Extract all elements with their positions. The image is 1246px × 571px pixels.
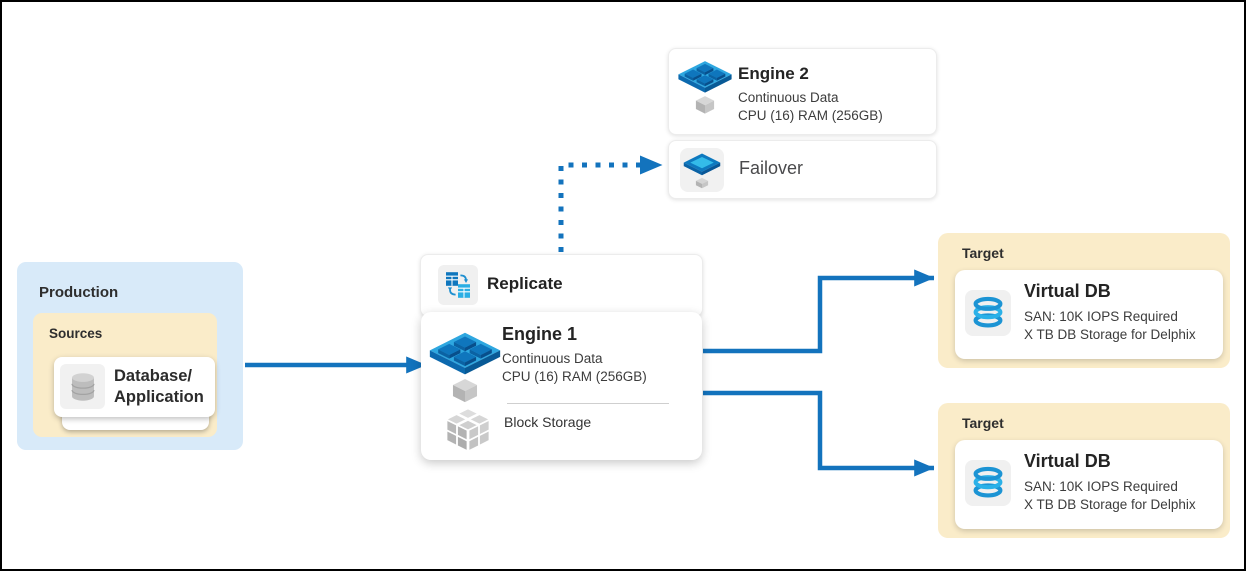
failover-icon	[683, 153, 721, 189]
database-application-label: Database/ Application	[114, 367, 204, 406]
production-group: Production Sources Database/ Application	[17, 262, 243, 450]
arrow-engine1-to-target1	[703, 269, 935, 354]
virtual-db-icon	[973, 296, 1003, 328]
target-group-2: Target Virtual DB SAN: 10K IOPS Required…	[938, 403, 1230, 538]
engine2-card: Engine 2 Continuous Data CPU (16) RAM (2…	[668, 48, 937, 135]
failover-card: Failover	[668, 140, 937, 199]
engine2-subtitle1: Continuous Data	[738, 90, 839, 105]
virtual-db-card-1: Virtual DB SAN: 10K IOPS Required X TB D…	[955, 270, 1223, 359]
continuous-data-engine-icon	[429, 332, 501, 403]
production-title: Production	[39, 284, 119, 301]
sources-title: Sources	[49, 326, 103, 341]
database-icon-tile	[60, 364, 105, 409]
replicate-icon	[446, 272, 470, 298]
database-application-card: Database/ Application	[54, 357, 215, 417]
block-storage-label: Block Storage	[504, 414, 592, 430]
engine1-subtitle1: Continuous Data	[502, 351, 603, 366]
virtual-db-line1: SAN: 10K IOPS Required	[1024, 309, 1178, 324]
sources-zone: Sources Database/ Application	[33, 313, 217, 437]
virtual-db-line1: SAN: 10K IOPS Required	[1024, 479, 1178, 494]
virtual-db-icon-tile	[965, 290, 1011, 336]
failover-icon-tile	[680, 148, 724, 192]
target2-title: Target	[962, 415, 1004, 431]
block-storage-icon	[445, 408, 491, 451]
target1-title: Target	[962, 245, 1004, 261]
engine2-subtitle2: CPU (16) RAM (256GB)	[738, 108, 883, 123]
engine1-title: Engine 1	[502, 324, 578, 344]
engine1-subtitle2: CPU (16) RAM (256GB)	[502, 369, 647, 384]
database-icon	[70, 372, 95, 401]
replicate-icon-tile	[438, 265, 478, 305]
virtual-db-card-2: Virtual DB SAN: 10K IOPS Required X TB D…	[955, 440, 1223, 529]
virtual-db-title: Virtual DB	[1024, 451, 1111, 471]
continuous-data-engine-icon	[678, 61, 732, 114]
replicate-card: Replicate	[420, 254, 703, 317]
virtual-db-icon	[973, 466, 1003, 498]
virtual-db-line2: X TB DB Storage for Delphix	[1024, 327, 1196, 342]
replicate-label: Replicate	[487, 274, 563, 293]
engine2-title: Engine 2	[738, 64, 809, 83]
failover-label: Failover	[739, 158, 804, 178]
divider	[507, 403, 669, 404]
target-group-1: Target Virtual DB SAN: 10K IOPS Required…	[938, 233, 1230, 368]
virtual-db-title: Virtual DB	[1024, 281, 1111, 301]
arrow-engine1-to-target2	[703, 390, 935, 477]
virtual-db-icon-tile	[965, 460, 1011, 506]
virtual-db-line2: X TB DB Storage for Delphix	[1024, 497, 1196, 512]
dotted-arrow-replicate-to-failover	[558, 155, 663, 252]
engine1-card: Engine 1 Continuous Data CPU (16) RAM (2…	[421, 312, 702, 460]
